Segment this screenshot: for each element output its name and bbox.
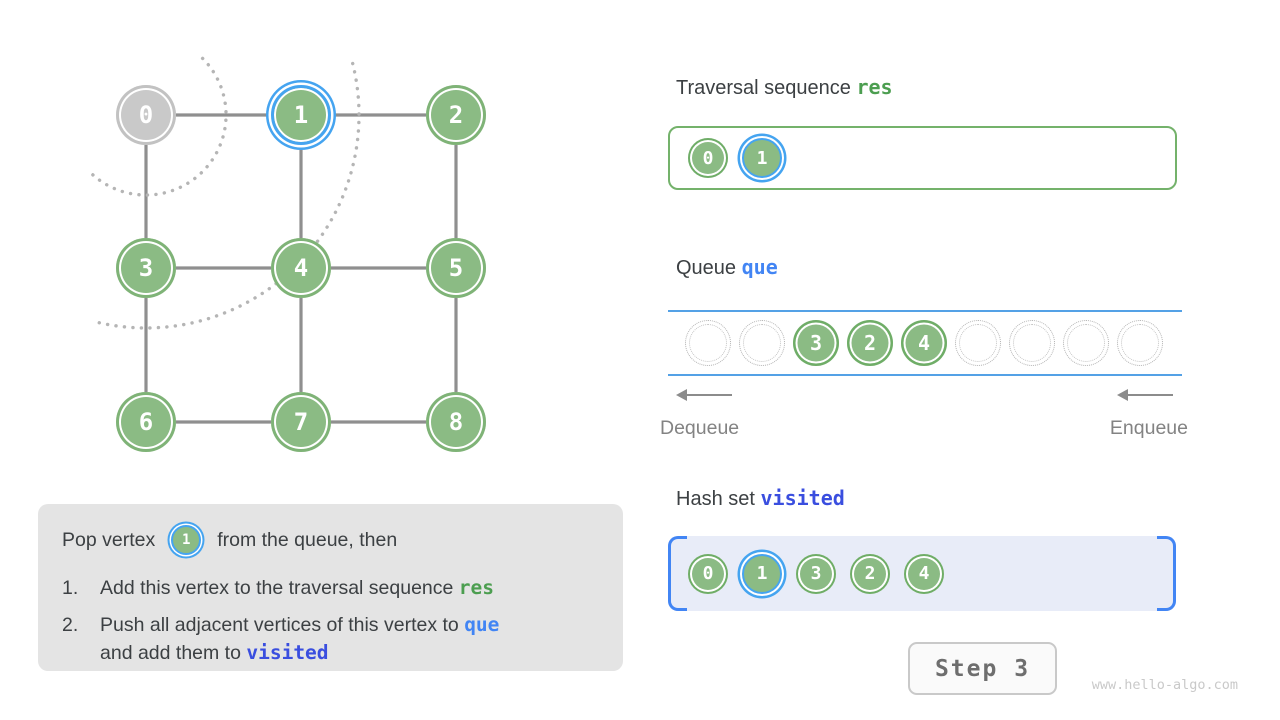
intro-text-before: Pop vertex <box>62 528 156 551</box>
list-item-text: Push all adjacent vertices of this verte… <box>100 613 500 664</box>
visited-item: 2 <box>850 553 890 594</box>
queue-item: 3 <box>793 320 839 366</box>
list-item: 2. Push all adjacent vertices of this ve… <box>62 611 603 667</box>
bfs-wave-arc-inner <box>87 56 228 197</box>
description-intro: Pop vertex 1 from the queue, then <box>62 520 603 560</box>
description-box: Pop vertex 1 from the queue, then 1. Add… <box>38 504 623 671</box>
queue-slot-empty <box>685 320 731 366</box>
code-visited: visited <box>246 641 329 664</box>
list-item-number: 2. <box>62 614 79 636</box>
queue-section-label: Queue que <box>676 255 778 279</box>
queue-slot-empty <box>1117 320 1163 366</box>
graph-node-7: 7 <box>271 392 331 452</box>
graph-node-6: 6 <box>116 392 176 452</box>
dequeue-label: Dequeue <box>660 417 740 439</box>
queue-slot-empty <box>739 320 785 366</box>
visited-item: 1 <box>742 553 782 594</box>
graph-node-5: 5 <box>426 238 486 298</box>
description-list: 1. Add this vertex to the traversal sequ… <box>62 574 603 667</box>
graph-node-8: 8 <box>426 392 486 452</box>
step-button[interactable]: Step 3 <box>908 642 1057 695</box>
code-que: que <box>464 613 500 636</box>
intro-text-after: from the queue, then <box>217 528 398 551</box>
enqueue-arrow-icon <box>1117 389 1173 401</box>
watermark: www.hello-algo.com <box>1091 677 1238 693</box>
code-visited: visited <box>760 486 845 510</box>
graph-node-2: 2 <box>426 85 486 145</box>
queue-slot-empty <box>1063 320 1109 366</box>
code-res: res <box>458 576 495 599</box>
visited-item: 0 <box>688 553 728 594</box>
queue-slot-empty <box>1009 320 1055 366</box>
queue-slot-empty <box>955 320 1001 366</box>
visited-section-label: Hash set visited <box>676 486 845 510</box>
graph: 0 1 2 3 4 5 6 7 8 <box>0 0 640 500</box>
inline-vertex-node: 1 <box>171 525 202 555</box>
queue-item: 4 <box>901 320 947 366</box>
enqueue-label: Enqueue <box>1109 417 1188 439</box>
list-item: 1. Add this vertex to the traversal sequ… <box>62 574 603 602</box>
graph-node-3: 3 <box>116 238 176 298</box>
visited-item: 3 <box>796 553 836 594</box>
list-item-text: Add this vertex to the traversal sequenc… <box>100 576 495 599</box>
dequeue-arrow-icon <box>676 389 732 401</box>
visited-item: 4 <box>904 553 944 594</box>
res-section-label: Traversal sequence res <box>676 75 893 99</box>
list-item-number: 1. <box>62 577 79 599</box>
graph-node-1: 1 <box>271 85 331 145</box>
code-que: que <box>741 255 778 279</box>
res-item: 1 <box>742 138 782 178</box>
queue-item: 2 <box>847 320 893 366</box>
graph-node-0: 0 <box>116 85 176 145</box>
code-res: res <box>856 75 893 99</box>
graph-node-4: 4 <box>271 238 331 298</box>
res-item: 0 <box>688 138 728 178</box>
